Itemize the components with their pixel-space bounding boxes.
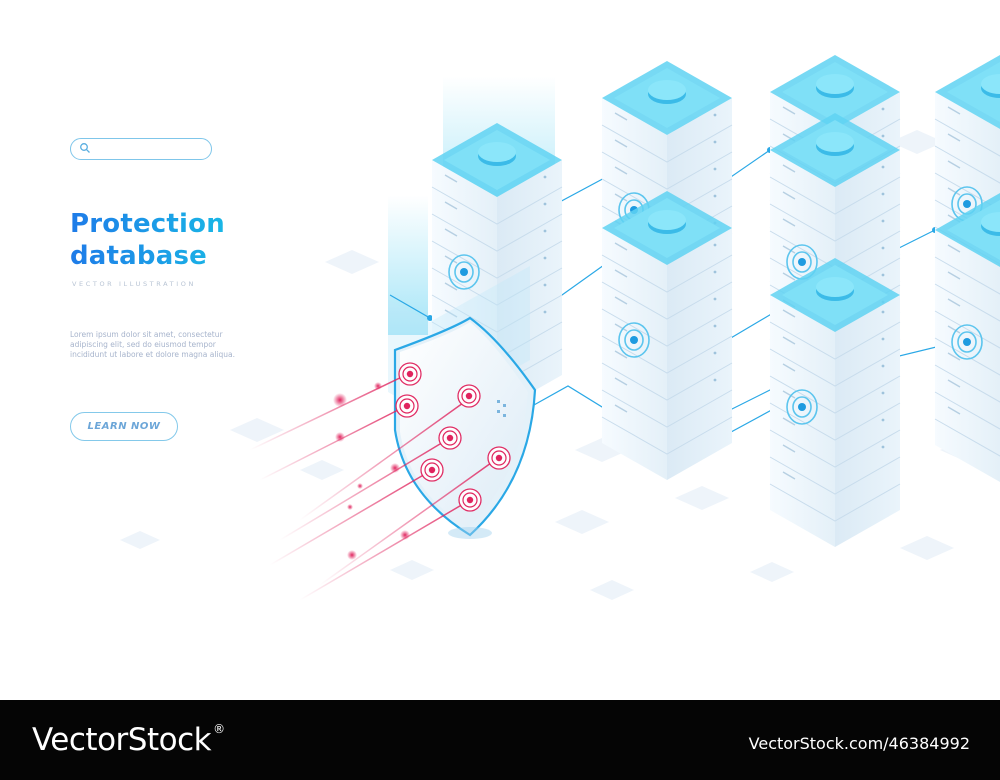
hero-banner: Protection database VECTOR ILLUSTRATION … (70, 54, 1000, 601)
protection-illustration (120, 54, 1000, 601)
footer-bar: VectorStock® VectorStock.com/46384992 (0, 700, 1000, 780)
description-text: Lorem ipsum dolor sit amet, consectetur … (70, 330, 236, 359)
brand-name: VectorStock (32, 722, 212, 758)
subtitle: VECTOR ILLUSTRATION (72, 280, 196, 288)
registered-mark: ® (213, 722, 225, 736)
learn-now-button[interactable]: LEARN NOW (70, 412, 178, 441)
search-icon (80, 143, 90, 153)
brand-logo[interactable]: VectorStock® (32, 722, 225, 758)
search-input[interactable] (93, 141, 203, 157)
title-line-1: Protection (70, 209, 225, 239)
page-title: Protection database (70, 208, 225, 272)
search-box[interactable] (70, 138, 212, 160)
title-line-2: database (70, 241, 207, 271)
image-id: VectorStock.com/46384992 (748, 734, 970, 753)
